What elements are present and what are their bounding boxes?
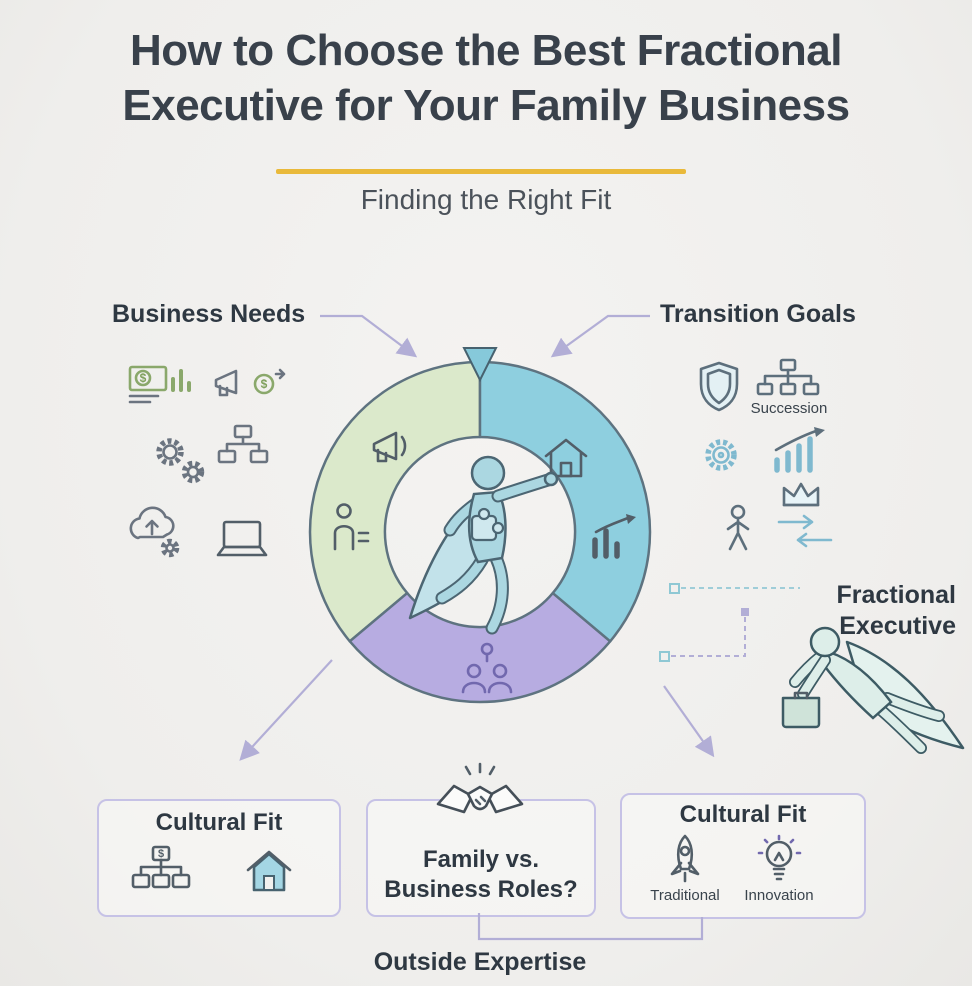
exchange-arrows-icon — [777, 514, 833, 548]
bar-chart-icon — [592, 514, 636, 559]
page-title: How to Choose the Best Fractional Execut… — [0, 24, 972, 133]
succession-label: Succession — [750, 400, 828, 417]
title-underline — [276, 169, 686, 174]
segment-transition-goals — [478, 360, 652, 643]
lightbulb-icon — [756, 834, 802, 881]
group-pin-icon — [461, 642, 513, 694]
right-box-connector — [663, 685, 715, 758]
traditional-label: Traditional — [650, 887, 720, 904]
person-walk-icon — [726, 504, 750, 551]
donut-chart — [308, 360, 652, 704]
rocket-icon — [670, 834, 700, 883]
fractional-executive-label-line1: Fractional — [836, 581, 956, 609]
business-needs-connector — [320, 314, 418, 358]
house-icon — [544, 438, 588, 478]
family-vs-line2: Business Roles? — [384, 876, 578, 903]
fractional-executive-label-line2: Executive — [839, 612, 956, 640]
money-chart-icon: $ — [128, 365, 191, 404]
circuit-node-icon — [659, 651, 670, 662]
superhero-icon — [408, 455, 559, 635]
megaphone-dollar-icon: $ — [214, 368, 286, 397]
family-vs-line1: Family vs. — [422, 846, 540, 873]
gear-icon — [705, 439, 737, 471]
growth-chart-icon — [774, 427, 825, 473]
fractional-executive-label: Fractional Executive — [806, 580, 956, 642]
dollar-glyph: $ — [261, 377, 268, 391]
cloud-gear-icon — [129, 506, 180, 558]
business-needs-label: Business Needs — [112, 300, 306, 328]
org-dollar-icon: $ — [131, 845, 191, 889]
family-vs-business-box: Family vs. Business Roles? — [366, 799, 596, 917]
innovation-label: Innovation — [744, 887, 814, 904]
page-title-line1: How to Choose the Best Fractional — [129, 26, 843, 75]
segment-cultural-fit — [348, 591, 612, 704]
shield-icon — [699, 361, 739, 412]
cultural-fit-right-box: Cultural Fit Traditional Innovation — [620, 793, 866, 919]
transition-goals-connector — [550, 314, 650, 358]
house-teal-icon — [246, 850, 292, 892]
sitemap-icon — [217, 424, 269, 464]
handshake-icon — [436, 762, 524, 814]
page-title-line2: Executive for Your Family Business — [122, 80, 850, 130]
person-icon — [333, 503, 370, 551]
transition-goals-label: Transition Goals — [660, 300, 856, 328]
crown-icon — [782, 482, 820, 507]
circuit-node-icon — [741, 608, 749, 616]
dollar-glyph: $ — [140, 371, 147, 385]
outside-expertise-label: Outside Expertise — [373, 948, 587, 976]
laptop-icon — [216, 520, 268, 557]
circuit-node-icon — [669, 583, 680, 594]
cultural-fit-left-title: Cultural Fit — [155, 809, 283, 836]
dollar-glyph: $ — [158, 848, 164, 860]
circuit-line-bottom — [671, 616, 746, 657]
cultural-fit-left-box: Cultural Fit $ — [97, 799, 341, 917]
cultural-fit-right-title: Cultural Fit — [679, 801, 807, 828]
succession-org-icon — [756, 358, 820, 396]
megaphone-icon — [372, 431, 407, 463]
gears-icon — [156, 438, 205, 484]
flying-executive-icon — [781, 626, 965, 754]
page-subtitle: Finding the Right Fit — [360, 184, 612, 215]
segment-business-needs — [308, 360, 482, 643]
